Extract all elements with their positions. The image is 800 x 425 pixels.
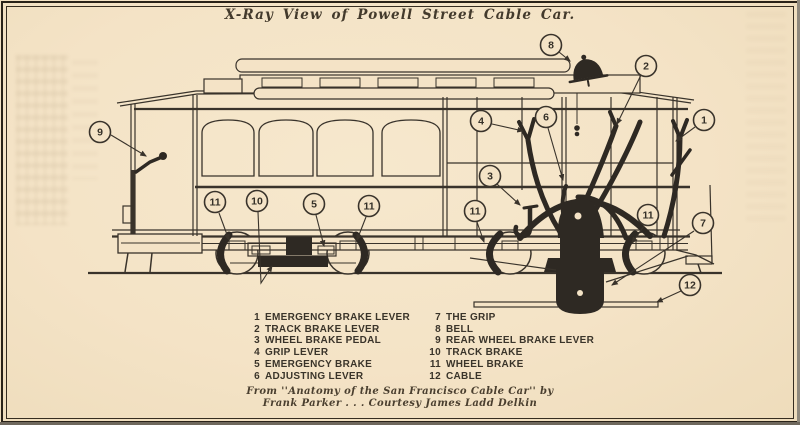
svg-text:1: 1 xyxy=(701,115,707,127)
svg-text:9: 9 xyxy=(97,127,103,139)
rear-truck xyxy=(217,231,368,275)
leader-lines xyxy=(110,51,696,303)
svg-text:10: 10 xyxy=(251,196,263,208)
grip-assembly xyxy=(469,110,692,314)
page-title: X-Ray View of Powell Street Cable Car. xyxy=(224,7,576,23)
callout-marker-3: 3 xyxy=(478,164,502,188)
callout-marker-11c: 11 xyxy=(463,199,487,223)
car-body xyxy=(116,58,715,274)
svg-text:11: 11 xyxy=(469,206,480,218)
callout-marker-11d: 11 xyxy=(636,203,660,227)
svg-text:3: 3 xyxy=(487,171,493,183)
rear-brake-lever xyxy=(134,152,167,174)
callout-marker-10: 10 xyxy=(245,189,269,213)
callout-marker-2: 2 xyxy=(634,54,658,78)
scan-edge-bottom xyxy=(0,422,800,425)
svg-text:11: 11 xyxy=(363,201,374,213)
callout-marker-7: 7 xyxy=(691,211,715,235)
page-frame-inner xyxy=(6,6,794,419)
bell-shape xyxy=(568,54,609,87)
callout-marker-11b: 11 xyxy=(357,194,381,218)
callout-markers: 1 2 3 4 5 6 7 8 9 10 11 11 11 11 12 xyxy=(88,33,716,297)
callout-marker-8: 8 xyxy=(539,33,563,57)
bell-cord xyxy=(574,93,580,137)
svg-text:8: 8 xyxy=(548,40,554,52)
svg-text:11: 11 xyxy=(209,197,220,209)
attribution-line-1: From ''Anatomy of the San Francisco Cabl… xyxy=(246,386,554,397)
svg-text:7: 7 xyxy=(700,218,706,230)
callout-marker-11a: 11 xyxy=(203,190,227,214)
callout-marker-1: 1 xyxy=(692,108,716,132)
svg-text:12: 12 xyxy=(684,280,696,292)
svg-text:6: 6 xyxy=(543,112,549,124)
svg-text:2: 2 xyxy=(643,61,649,73)
callout-marker-5: 5 xyxy=(302,192,326,216)
callout-marker-12: 12 xyxy=(678,273,702,297)
svg-text:4: 4 xyxy=(478,116,484,128)
callout-marker-4: 4 xyxy=(469,109,493,133)
svg-text:11: 11 xyxy=(642,210,653,222)
callout-marker-9: 9 xyxy=(88,120,112,144)
callout-marker-6: 6 xyxy=(534,105,558,129)
attribution: From ''Anatomy of the San Francisco Cabl… xyxy=(0,386,800,409)
scan-edge-right xyxy=(797,0,800,425)
svg-text:5: 5 xyxy=(311,199,317,211)
attribution-line-2: Frank Parker . . . Courtesy James Ladd D… xyxy=(262,397,538,409)
